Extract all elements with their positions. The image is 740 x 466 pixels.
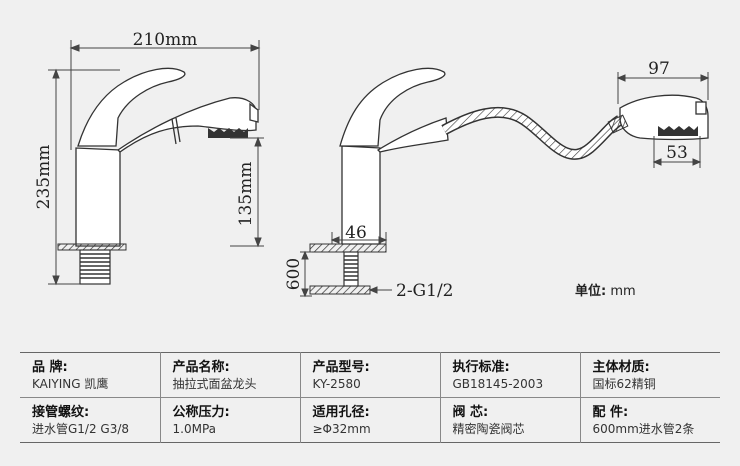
side-mounting-plate (309, 243, 387, 295)
spec-value: KAIYING 凯鹰 (32, 377, 109, 391)
spray-head-outlet-zigzag (658, 126, 698, 136)
spec-value: KY-2580 (312, 377, 361, 391)
spec-key: 品 牌: (32, 360, 68, 375)
unit-label: 单位: (575, 284, 607, 299)
faucet-technical-drawing: 210mm 235mm 135mm 46 (34, 30, 710, 301)
spec-cell-material: 主体材质: 国标62精铜 (579, 352, 720, 398)
height-label: 235mm (34, 145, 54, 210)
spec-cell-product-name: 产品名称: 抽拉式面盆龙头 (159, 352, 300, 398)
spec-cell-thread: 接管螺纹: 进水管G1/2 G3/8 (20, 398, 160, 443)
spec-key: 主体材质: (592, 360, 650, 375)
spec-cell-brand: 品 牌: KAIYING 凯鹰 (20, 352, 160, 398)
base-width-dimension (330, 232, 388, 244)
spec-table: 品 牌: KAIYING 凯鹰 产品名称: 抽拉式面盆龙头 产品型号: KY-2580… (20, 352, 720, 443)
spec-cell-model: 产品型号: KY-2580 (299, 352, 440, 398)
threaded-shank (79, 249, 111, 285)
spec-value: 600mm进水管2条 (592, 422, 695, 436)
unit-value: mm (610, 284, 636, 299)
spec-value: 1.0MPa (172, 422, 217, 436)
spec-cell-standard: 执行标准: GB18145-2003 (439, 352, 580, 398)
spout-height-label: 135mm (236, 162, 256, 227)
base-height-dimension (300, 250, 312, 298)
head-width-dimension (652, 136, 702, 168)
spec-value: 进水管G1/2 G3/8 (32, 422, 130, 436)
spec-key: 产品型号: (312, 360, 370, 375)
spec-key: 公称压力: (172, 405, 230, 420)
unit-note: 单位: mm (575, 280, 636, 299)
spec-key: 执行标准: (452, 360, 510, 375)
thread-label: 2-G1/2 (396, 281, 454, 301)
hose-braid (442, 108, 623, 159)
spec-cell-pressure: 公称压力: 1.0MPa (159, 397, 300, 443)
spec-row: 品 牌: KAIYING 凯鹰 产品名称: 抽拉式面盆龙头 产品型号: KY-2580… (20, 352, 720, 398)
spout-height-dimension (230, 136, 264, 248)
head-length-label: 97 (648, 59, 670, 79)
spec-value: 国标62精铜 (592, 377, 656, 391)
width-dimension (69, 40, 261, 150)
head-length-dimension (616, 72, 710, 104)
spec-cell-hole-size: 适用孔径: ≥Φ32mm (299, 397, 440, 443)
hose-connector (607, 114, 629, 134)
spec-value: ≥Φ32mm (312, 422, 371, 436)
spec-value: 抽拉式面盆龙头 (172, 377, 257, 391)
base-width-label: 46 (345, 223, 367, 243)
spec-key: 接管螺纹: (32, 405, 90, 420)
faucet-side-view (339, 67, 449, 245)
head-width-label: 53 (666, 143, 688, 163)
spec-row: 接管螺纹: 进水管G1/2 G3/8 公称压力: 1.0MPa 适用孔径: ≥Φ32m… (20, 397, 720, 443)
spec-value: 精密陶瓷阀芯 (452, 422, 525, 436)
spec-value: GB18145-2003 (452, 377, 544, 391)
spec-key: 配 件: (592, 405, 629, 420)
spec-cell-valve-core: 阀 芯: 精密陶瓷阀芯 (439, 397, 580, 443)
spec-key: 阀 芯: (452, 405, 489, 420)
mounting-plate (57, 243, 127, 251)
spec-key: 产品名称: (172, 360, 230, 375)
base-height-label: 600 (284, 258, 304, 290)
height-dimension (48, 68, 120, 286)
spec-key: 适用孔径: (312, 405, 370, 420)
spec-cell-accessories: 配 件: 600mm进水管2条 (579, 397, 720, 443)
thread-leader (368, 286, 392, 294)
faucet-front-view (75, 67, 259, 247)
spray-outlet-zigzag (208, 128, 248, 138)
width-label: 210mm (133, 30, 198, 50)
